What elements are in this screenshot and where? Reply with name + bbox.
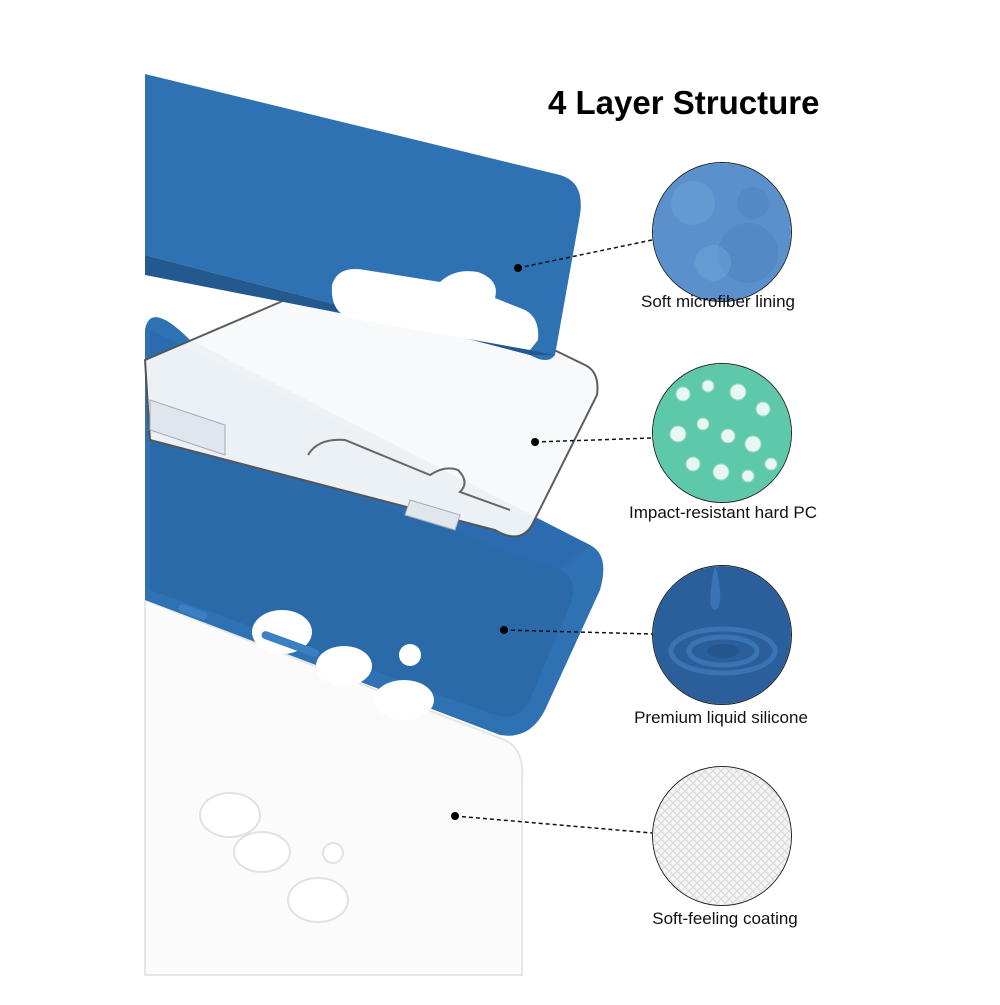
coating-mesh-texture-icon <box>652 766 792 906</box>
layer-label-coating: Soft-feeling coating <box>652 909 798 928</box>
layer-label-silicone: Premium liquid silicone <box>634 708 808 727</box>
page-title: 4 Layer Structure <box>548 84 820 121</box>
layer-label-microfiber: Soft microfiber lining <box>640 292 796 311</box>
layer-label-hard-pc: Impact-resistant hard PC <box>628 503 818 522</box>
coating-layer <box>144 598 524 976</box>
microfiber-layer <box>145 74 581 360</box>
liquid-silicone-drop-icon <box>652 565 792 705</box>
pc-crystal-texture-icon <box>652 363 792 503</box>
microfiber-texture-icon <box>652 162 792 302</box>
leader-lines <box>451 239 653 834</box>
